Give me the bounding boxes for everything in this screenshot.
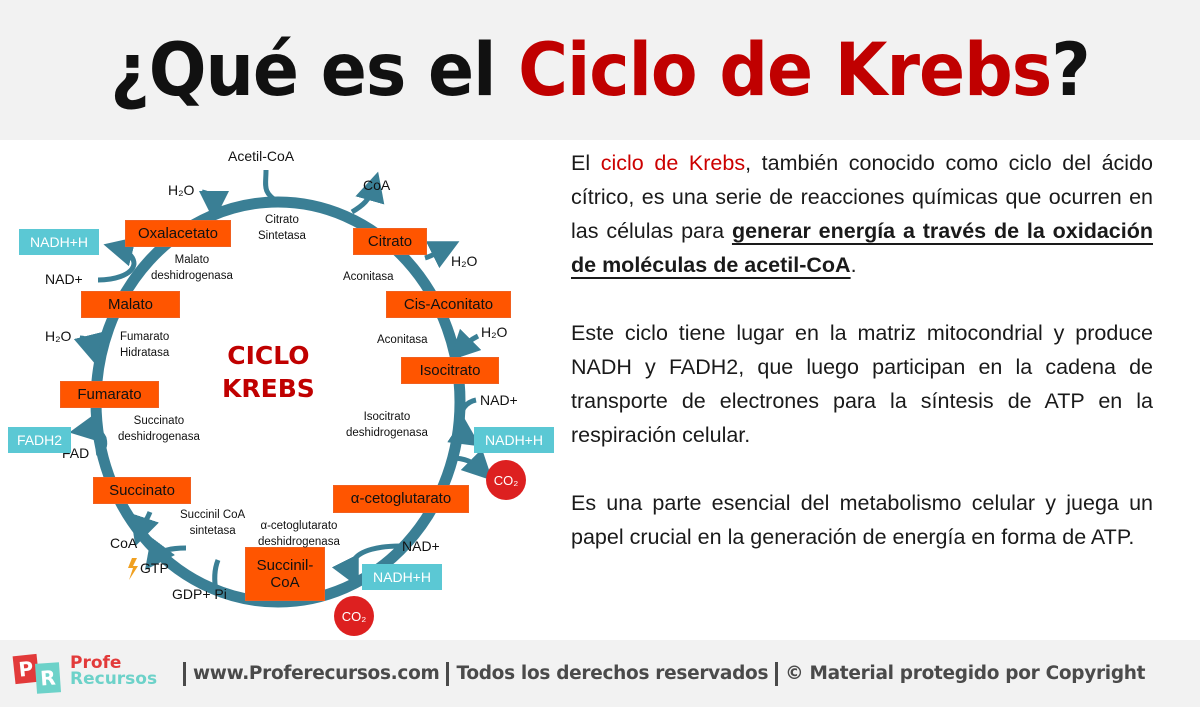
label-nad-malato: NAD+ [45,271,83,287]
co2-isocitrato: CO₂ [486,460,526,500]
label-h2o-fumarato: H₂O [45,328,72,344]
center-label-line2: KREBS [222,373,315,403]
enzyme-line: Citrato [265,214,299,226]
node-succinato: Succinato [93,477,191,504]
co2-akg: CO₂ [334,596,374,636]
node-malato: Malato [81,291,180,318]
node-fumarato: Fumarato [60,381,159,408]
enzyme-aconitasa-1: Aconitasa [343,271,394,283]
enzyme-line: deshidrogenasa [118,430,200,443]
description-panel: El ciclo de Krebs, también conocido como… [571,146,1153,588]
label-acetil-coa: Acetil-CoA [228,148,295,164]
enzyme-line: deshidrogenasa [346,426,428,439]
divider [446,661,450,686]
node-cis-aconitato: Cis-Aconitato [386,291,511,318]
copyright-text: © Material protegido por Copyright [785,662,1146,684]
paragraph-2: Este ciclo tiene lugar en la matriz mito… [571,321,1153,447]
title-prefix: ¿Qué es el [110,27,519,113]
node-citrato: Citrato [353,228,427,255]
label-gtp: GTP [140,560,169,576]
p1-before: El [571,151,601,175]
paragraph-1: El ciclo de Krebs, también conocido como… [571,146,1153,282]
cofactor-nadh-malato: NADH+H [19,229,99,255]
node-succinil-coa: Succinil- CoA [245,547,325,601]
p1-underlined: generar energía a través de la oxidación… [571,219,1153,277]
enzyme-line: deshidrogenasa [151,269,233,282]
brand-line1: Profe [70,652,122,673]
enzyme-succinato-deshidrogenasa: Succinato deshidrogenasa [118,414,200,445]
node-isocitrato: Isocitrato [401,357,499,384]
brand-logo[interactable]: P R Profe Recursos [12,649,174,699]
website-link[interactable]: www.Proferecursos.com [193,662,440,684]
divider [183,661,186,686]
page-title: ¿Qué es el Ciclo de Krebs? [110,27,1090,113]
node-alpha-cetoglutarato: α-cetoglutarato [333,485,469,513]
label-nad-akg: NAD+ [402,538,440,554]
center-label-line1: CICLO [227,341,310,370]
enzyme-malato-deshidrogenasa: Malato deshidrogenasa [151,253,233,284]
enzyme-fumarato-hidratasa: Fumarato Hidratasa [120,330,169,361]
succinil-line2: CoA [270,574,300,591]
enzyme-line: deshidrogenasa [258,535,340,548]
header: ¿Qué es el Ciclo de Krebs? [0,0,1200,140]
label-gdp-pi: GDP+ Pi [172,586,227,602]
rights-text: Todos los derechos reservados [456,662,769,684]
p1-after: . [850,253,857,277]
title-suffix: ? [1051,27,1090,113]
node-oxalacetato: Oxalacetato [125,220,231,247]
succinil-line1: Succinil- [256,556,314,574]
label-coa-top: CoA [363,177,391,193]
enzyme-line: Succinato [133,415,185,427]
cofactor-nadh-isocitrato: NADH+H [474,427,554,453]
enzyme-line: Malato [174,254,210,266]
label-h2o-citrato: H₂O [451,253,478,269]
enzyme-succinil-coa-sintetasa: Succinil CoA sintetasa [180,508,245,539]
lightning-icon [128,558,138,580]
enzyme-aconitasa-2: Aconitasa [377,334,428,346]
krebs-cycle-diagram: Oxalacetato Citrato Cis-Aconitato Isocit… [0,140,560,640]
cofactor-nadh-akg: NADH+H [362,564,442,590]
p1-middle: , también conocido como ciclo del ácido … [571,151,1153,243]
label-nad-isocitrato: NAD+ [480,392,518,408]
enzyme-line: Fumarato [120,331,170,343]
enzyme-line: Succinil CoA [180,509,246,521]
enzyme-line: Sintetasa [258,229,306,242]
cofactor-fadh2: FADH2 [8,427,71,453]
footer-credits: www.Proferecursos.com Todos los derechos … [176,661,1146,686]
brand-line2: Recursos [70,668,158,689]
paragraph-3: Es una parte esencial del metabolismo ce… [571,491,1153,549]
enzyme-line: Isocitrato [363,411,411,423]
enzyme-citrato-sintetasa: Citrato Sintetasa [258,213,306,244]
divider [775,661,779,686]
enzyme-line: sintetasa [189,524,236,537]
p1-highlight: ciclo de Krebs [600,151,746,175]
label-h2o-oxalacetato: H₂O [168,182,195,198]
enzyme-isocitrato-deshidrogenasa: Isocitrato deshidrogenasa [346,410,428,441]
enzyme-line: α-cetoglutarato [260,520,338,532]
label-h2o-cis-aconitato: H₂O [481,324,508,340]
cycle-center-label: CICLO KREBS [222,340,315,405]
title-accent: Ciclo de Krebs [518,27,1052,113]
logo-r-icon: R [34,661,62,694]
label-coa-bottom: CoA [110,535,138,551]
enzyme-line: Hidratasa [120,346,170,359]
footer: P R Profe Recursos www.Proferecursos.com… [0,640,1200,707]
enzyme-akg-deshidrogenasa: α-cetoglutarato deshidrogenasa [258,519,340,550]
